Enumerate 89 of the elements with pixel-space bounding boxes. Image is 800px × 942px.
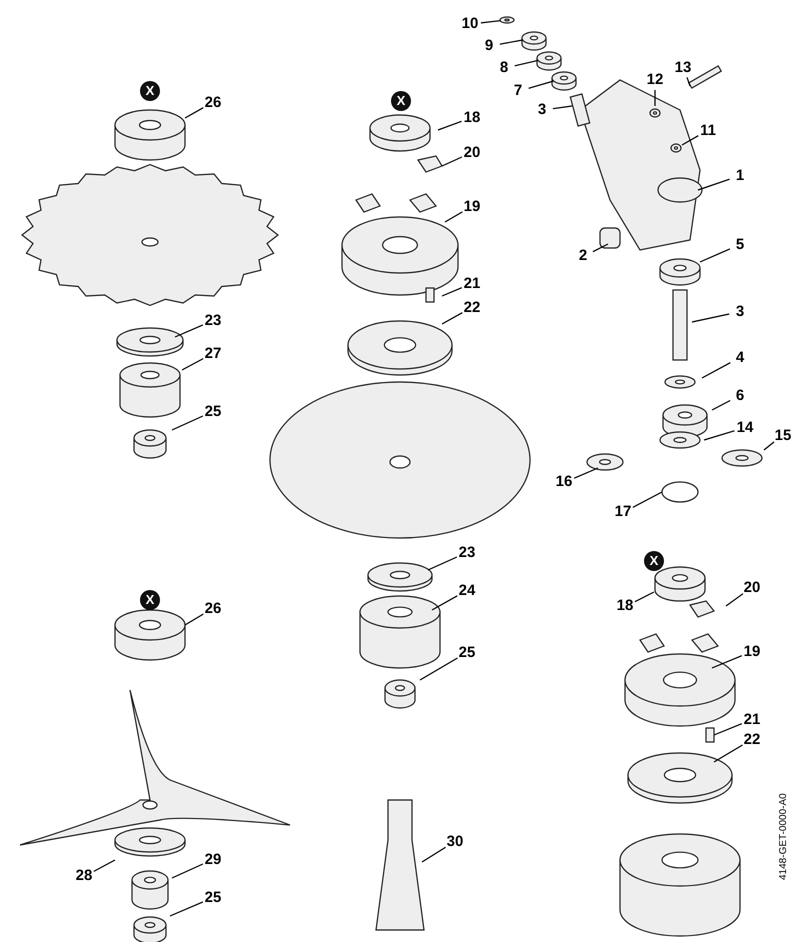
washer-drawing xyxy=(551,71,577,91)
leader-line xyxy=(174,324,204,338)
leader-line xyxy=(700,248,730,263)
leader-line xyxy=(422,846,446,862)
callout-number: 19 xyxy=(744,644,760,660)
leader-line xyxy=(184,107,204,119)
callout-number: 25 xyxy=(204,890,222,906)
callout-number: 10 xyxy=(462,16,478,32)
leader-line xyxy=(714,723,742,736)
leader-line xyxy=(514,60,538,66)
marker-badge: X xyxy=(140,81,160,101)
callout-number: 9 xyxy=(484,38,494,54)
leader-line xyxy=(654,90,656,106)
leader-line xyxy=(686,77,691,86)
leader-line xyxy=(714,744,743,763)
callout-number: 22 xyxy=(744,732,760,748)
leader-line xyxy=(444,211,463,223)
callout-number: 6 xyxy=(736,388,744,404)
leader-line xyxy=(420,657,458,681)
leader-line xyxy=(172,415,204,431)
washer-drawing xyxy=(536,51,562,71)
marker-badge: X xyxy=(391,91,411,111)
leader-line xyxy=(480,20,500,24)
leader-line xyxy=(182,358,204,371)
callout-number: 28 xyxy=(76,868,92,884)
callout-number: 24 xyxy=(458,583,476,599)
leader-line xyxy=(574,467,598,479)
leader-line xyxy=(552,105,572,110)
callout-number: 13 xyxy=(674,60,692,76)
callout-number: 23 xyxy=(204,313,222,329)
leader-line xyxy=(438,120,462,131)
leader-line xyxy=(704,430,735,441)
callout-number: 19 xyxy=(464,199,480,215)
callout-number: 30 xyxy=(446,834,464,850)
leader-line xyxy=(632,491,662,508)
callout-number: 23 xyxy=(458,545,476,561)
callout-number: 18 xyxy=(616,598,634,614)
callout-number: 14 xyxy=(736,420,754,436)
washer-drawing xyxy=(499,16,515,24)
leader-line xyxy=(442,312,463,325)
leader-line xyxy=(682,135,699,146)
callout-number: 15 xyxy=(774,428,792,444)
leader-line xyxy=(442,156,462,167)
leader-line xyxy=(172,863,204,879)
callout-number: 12 xyxy=(646,72,664,88)
callout-number: 5 xyxy=(736,237,744,253)
callout-number: 2 xyxy=(578,248,588,264)
callout-number: 8 xyxy=(500,60,508,76)
marker-badge: X xyxy=(644,551,664,571)
leader-line xyxy=(592,243,608,252)
callout-number: 29 xyxy=(204,852,222,868)
callout-number: 25 xyxy=(458,645,476,661)
leader-line xyxy=(500,39,523,45)
callout-number: 11 xyxy=(700,123,716,139)
callout-number: 16 xyxy=(556,474,572,490)
callout-number: 20 xyxy=(744,580,760,596)
leader-line xyxy=(634,591,654,602)
leader-line xyxy=(702,362,731,379)
leader-line xyxy=(170,901,204,917)
callout-number: 17 xyxy=(614,504,632,520)
callout-number: 27 xyxy=(204,346,222,362)
leader-line xyxy=(712,655,742,669)
drawing-code: 4148-GET-0000-A0 xyxy=(778,793,789,880)
leader-line xyxy=(764,441,774,450)
callout-number: 18 xyxy=(464,110,480,126)
callout-number: 26 xyxy=(204,601,222,617)
leader-line xyxy=(726,593,744,606)
washer-drawing xyxy=(521,31,547,51)
callout-number: 3 xyxy=(736,304,744,320)
leader-line xyxy=(428,556,458,571)
callout-number: 22 xyxy=(464,300,480,316)
callout-number: 25 xyxy=(204,404,222,420)
leader-line xyxy=(698,178,730,191)
callout-number: 21 xyxy=(464,276,480,292)
marker-badge: X xyxy=(140,590,160,610)
leader-line xyxy=(442,287,462,297)
callout-number: 21 xyxy=(744,712,760,728)
callout-number: 4 xyxy=(736,350,744,366)
leader-line xyxy=(528,80,554,89)
callout-number: 7 xyxy=(514,83,522,99)
leader-line xyxy=(692,313,730,323)
callout-number: 26 xyxy=(204,95,222,111)
callout-number: 20 xyxy=(464,145,480,161)
callout-number: 1 xyxy=(736,168,744,184)
leader-line xyxy=(712,400,730,411)
callout-number: 3 xyxy=(538,102,546,118)
leader-line xyxy=(94,859,116,872)
leader-line xyxy=(184,613,204,626)
leader-line xyxy=(432,595,458,611)
